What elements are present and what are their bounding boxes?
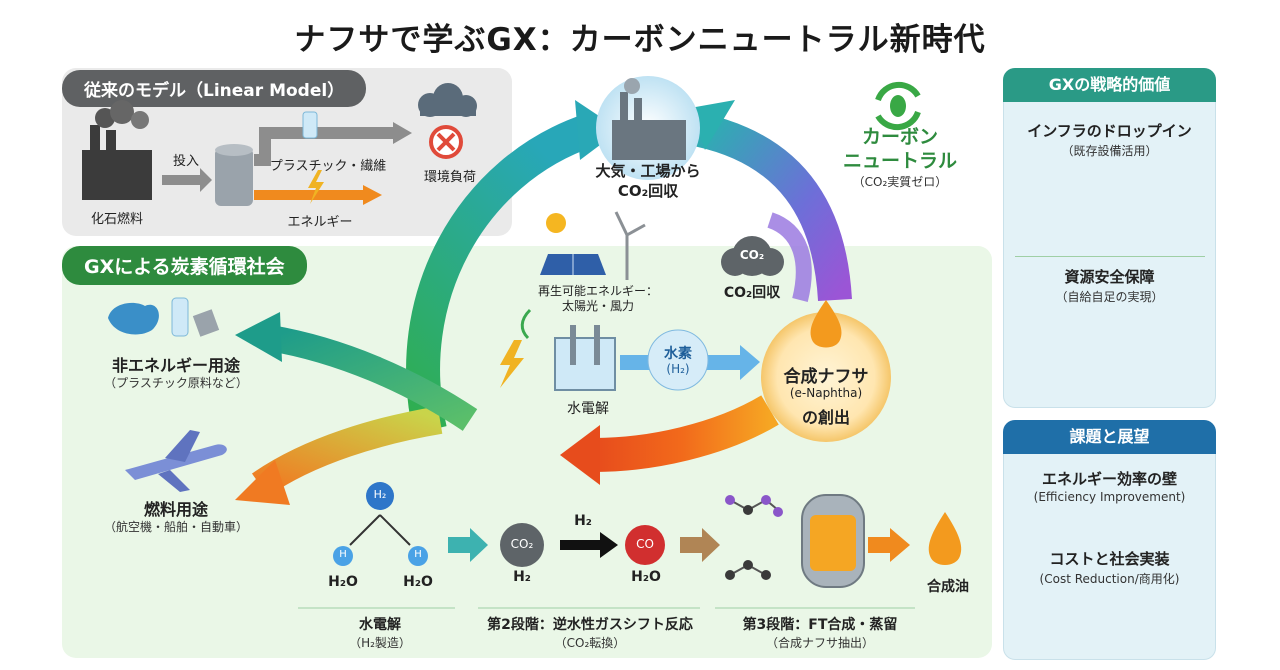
energy-label: エネルギー: [287, 215, 353, 230]
h-atom-right: [408, 546, 428, 566]
co-molecule-label: CO: [636, 537, 654, 551]
linear-model-header: 従来のモデル（Linear Model）: [62, 70, 367, 107]
recycle-icon: [875, 81, 921, 131]
co2-recovery-label: CO₂回収: [723, 285, 781, 301]
carbon-neutral-title-1: カーボン: [861, 126, 938, 148]
co2-molecule-icon: [500, 523, 544, 567]
co-molecule-icon: [625, 525, 665, 565]
challenges-panel: [1003, 420, 1216, 660]
electrolysis-tank: [554, 337, 616, 391]
capture-label-1: 大気・工場から: [595, 162, 701, 180]
naphtha-circle: [761, 312, 891, 442]
hydrogen-label-1: 水素: [664, 346, 692, 362]
fossil-label: 化石燃料: [90, 212, 143, 227]
challenges-header: 課題と展望: [1003, 420, 1216, 454]
naphtha-sub: (e-Naphtha): [789, 386, 863, 400]
page-title: ナフサで学ぶGX：カーボンニュートラル新時代: [294, 22, 986, 58]
plastic-icon: [108, 302, 159, 335]
h2o-out-label: H₂O: [631, 569, 661, 585]
stage1-label: 水電解: [359, 617, 401, 633]
h2o-right-label: H₂O: [403, 574, 433, 590]
strategic-item1-sub: （既存設備活用）: [1061, 144, 1158, 158]
fuel-label: 燃料用途: [143, 500, 208, 519]
challenge-item2: コストと社会実装: [1049, 550, 1170, 568]
stage3-sub: （合成ナフサ抽出）: [765, 636, 874, 650]
strategic-item2: 資源安全保障: [1064, 268, 1155, 286]
naphtha-creation: の創出: [801, 408, 850, 427]
challenge-item1-sub: (Efficiency Improvement): [1033, 490, 1186, 504]
h-right-label: H: [414, 549, 422, 560]
cloud-icon: [418, 83, 477, 117]
challenge-item1: エネルギー効率の壁: [1041, 470, 1177, 488]
h-left-label: H: [339, 549, 347, 560]
h2-arrow-label: H₂: [574, 513, 592, 529]
h2o-left-label: H₂O: [328, 574, 358, 590]
carbon-neutral-title-2: ニュートラル: [842, 150, 957, 172]
hydrogen-label-2: (H₂): [666, 362, 690, 376]
hydrocarbon-molecule-icon: [729, 499, 779, 576]
strategic-item1: インフラのドロップイン: [1027, 122, 1192, 140]
synthetic-oil-drop: [928, 512, 962, 565]
challenge-item2-sub: (Cost Reduction/商用化): [1039, 572, 1180, 586]
tank-icon: [215, 148, 253, 206]
carbon-neutral-sub: （CO₂実質ゼロ）: [852, 175, 948, 189]
strategic-divider: [1015, 256, 1205, 257]
stage1-sub: （H₂製造）: [349, 636, 411, 650]
non-energy-label: 非エネルギー用途: [111, 356, 240, 375]
stage2-sub: （CO₂転換）: [554, 636, 626, 650]
circular-society-header: GXによる炭素循環社会: [62, 246, 307, 285]
plastic-label: プラスチック・繊維: [269, 159, 387, 174]
strategic-value-panel: [1003, 68, 1216, 408]
sun-icon: [546, 213, 566, 233]
factory-icon: [82, 100, 152, 200]
lightning-icon: [308, 170, 324, 204]
h2-molecule-icon: [366, 482, 394, 510]
renewable-label-1: 再生可能エネルギー：: [537, 284, 658, 298]
renewable-label-2: 太陽光・風力: [561, 299, 634, 313]
strategic-item2-sub: （自給自足の実現）: [1055, 290, 1164, 304]
electrolysis-label: 水電解: [567, 401, 609, 417]
co2-cloud-label: CO₂: [739, 248, 765, 262]
input-label: 投入: [172, 154, 199, 169]
naphtha-title: 合成ナフサ: [783, 367, 869, 387]
burden-label: 環境負荷: [423, 170, 476, 185]
fuel-sub: （航空機・船舶・自動車）: [103, 520, 248, 534]
h-atom-left: [333, 546, 353, 566]
stage3-label: 第3段階：FT合成・蒸留: [742, 617, 898, 633]
stage2-label: 第2段階：逆水性ガスシフト反応: [487, 617, 693, 633]
airplane-icon: [125, 430, 227, 492]
h2-below-label: H₂: [513, 569, 531, 585]
non-energy-sub: （プラスチック原料など）: [104, 376, 248, 390]
strategic-value-header: GXの戦略的価値: [1003, 68, 1216, 102]
hydrogen-bubble: [647, 329, 709, 391]
lightning-icon-2: [500, 340, 524, 388]
synthetic-oil-label: 合成油: [927, 579, 969, 595]
capture-label-2: CO₂回収: [617, 182, 679, 200]
h2-molecule-label: H₂: [373, 488, 387, 501]
co2-molecule-label: CO₂: [510, 537, 534, 551]
